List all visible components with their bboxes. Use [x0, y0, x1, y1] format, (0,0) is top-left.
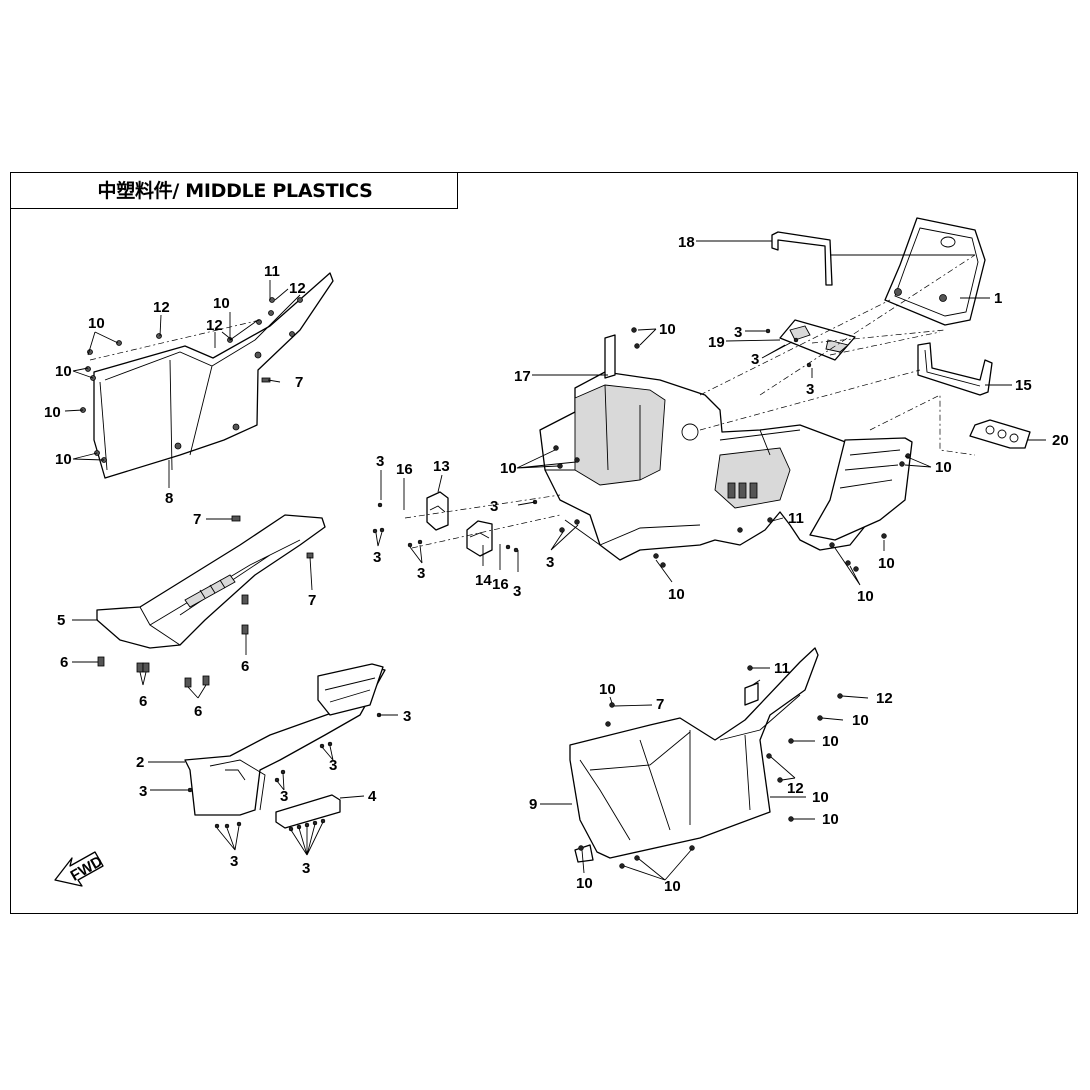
callout-19: 19: [708, 334, 725, 351]
callout-18: 18: [678, 234, 695, 251]
callout-10: 10: [55, 363, 72, 380]
callout-8: 8: [165, 490, 173, 507]
callout-11: 11: [774, 660, 790, 677]
part-20-plate: [969, 419, 1031, 449]
callout-1: 1: [994, 290, 1002, 307]
part-8-left-side-panel: [80, 272, 334, 479]
callout-10: 10: [664, 878, 681, 895]
parts-13-14-16-bumpers: [372, 491, 538, 557]
callout-10: 10: [576, 875, 593, 892]
alignment-lines: [89, 254, 976, 549]
callout-10: 10: [668, 586, 685, 603]
callout-labels: 18 1 3 19 3 3 15 20 17 10 10 10 11 10 10…: [44, 234, 1069, 895]
diagram-title: 中塑料件/ MIDDLE PLASTICS: [97, 180, 373, 202]
part-5-console-tunnel: [96, 514, 326, 688]
callout-12: 12: [787, 780, 804, 797]
callout-6: 6: [194, 703, 202, 720]
callout-7: 7: [656, 696, 664, 713]
callout-15: 15: [1015, 377, 1032, 394]
callout-10: 10: [500, 460, 517, 477]
callout-11: 11: [264, 263, 280, 280]
callout-3: 3: [751, 351, 759, 368]
callout-2: 2: [136, 754, 144, 771]
callout-12: 12: [206, 317, 223, 334]
callout-5: 5: [57, 612, 65, 629]
callout-20: 20: [1052, 432, 1069, 449]
callout-10: 10: [822, 811, 839, 828]
callout-13: 13: [433, 458, 450, 475]
callout-17: 17: [514, 368, 531, 385]
callout-3: 3: [373, 549, 381, 566]
callout-6: 6: [139, 693, 147, 710]
part-2-storage-tray: [184, 663, 386, 832]
callout-3: 3: [280, 788, 288, 805]
callout-7: 7: [308, 592, 316, 609]
callout-3: 3: [490, 498, 498, 515]
callout-10: 10: [935, 459, 952, 476]
title-box: 中塑料件/ MIDDLE PLASTICS: [10, 172, 458, 209]
callout-10: 10: [55, 451, 72, 468]
callout-10: 10: [852, 712, 869, 729]
fwd-arrow-icon: FWD: [54, 851, 106, 887]
callout-3: 3: [139, 783, 147, 800]
callout-16: 16: [492, 576, 509, 593]
callout-10: 10: [599, 681, 616, 698]
callout-10: 10: [812, 789, 829, 806]
callout-12: 12: [876, 690, 893, 707]
callout-9: 9: [529, 796, 537, 813]
callout-6: 6: [241, 658, 249, 675]
callout-3: 3: [513, 583, 521, 600]
part-17-dashboard-body: [539, 327, 881, 568]
callout-12: 12: [289, 280, 306, 297]
callout-3: 3: [230, 853, 238, 870]
callout-3: 3: [403, 708, 411, 725]
part-15-bracket: [917, 342, 993, 396]
callout-7: 7: [193, 511, 201, 528]
callout-7: 7: [295, 374, 303, 391]
callout-3: 3: [806, 381, 814, 398]
callout-10: 10: [857, 588, 874, 605]
part-1-glovebox-lid: [884, 217, 986, 326]
callout-4: 4: [368, 788, 377, 805]
callout-3: 3: [546, 554, 554, 571]
callout-6: 6: [60, 654, 68, 671]
diagram-frame: [10, 172, 1078, 914]
callout-10: 10: [88, 315, 105, 332]
part-19-latch-plate: [765, 319, 856, 368]
part-9-right-side-panel: [569, 647, 843, 869]
callout-10: 10: [659, 321, 676, 338]
callout-14: 14: [475, 572, 492, 589]
callout-3: 3: [329, 757, 337, 774]
callout-3: 3: [302, 860, 310, 877]
part-18-rod: [771, 231, 833, 286]
callout-10: 10: [44, 404, 61, 421]
callout-16: 16: [396, 461, 413, 478]
callout-10: 10: [878, 555, 895, 572]
callout-3: 3: [734, 324, 742, 341]
part-right-side-cover: [809, 437, 913, 572]
callout-11: 11: [788, 510, 804, 527]
callout-10: 10: [213, 295, 230, 312]
callout-12: 12: [153, 299, 170, 316]
callout-3: 3: [417, 565, 425, 582]
leader-lines: [64, 240, 1046, 881]
callout-3: 3: [376, 453, 384, 470]
callout-10: 10: [822, 733, 839, 750]
